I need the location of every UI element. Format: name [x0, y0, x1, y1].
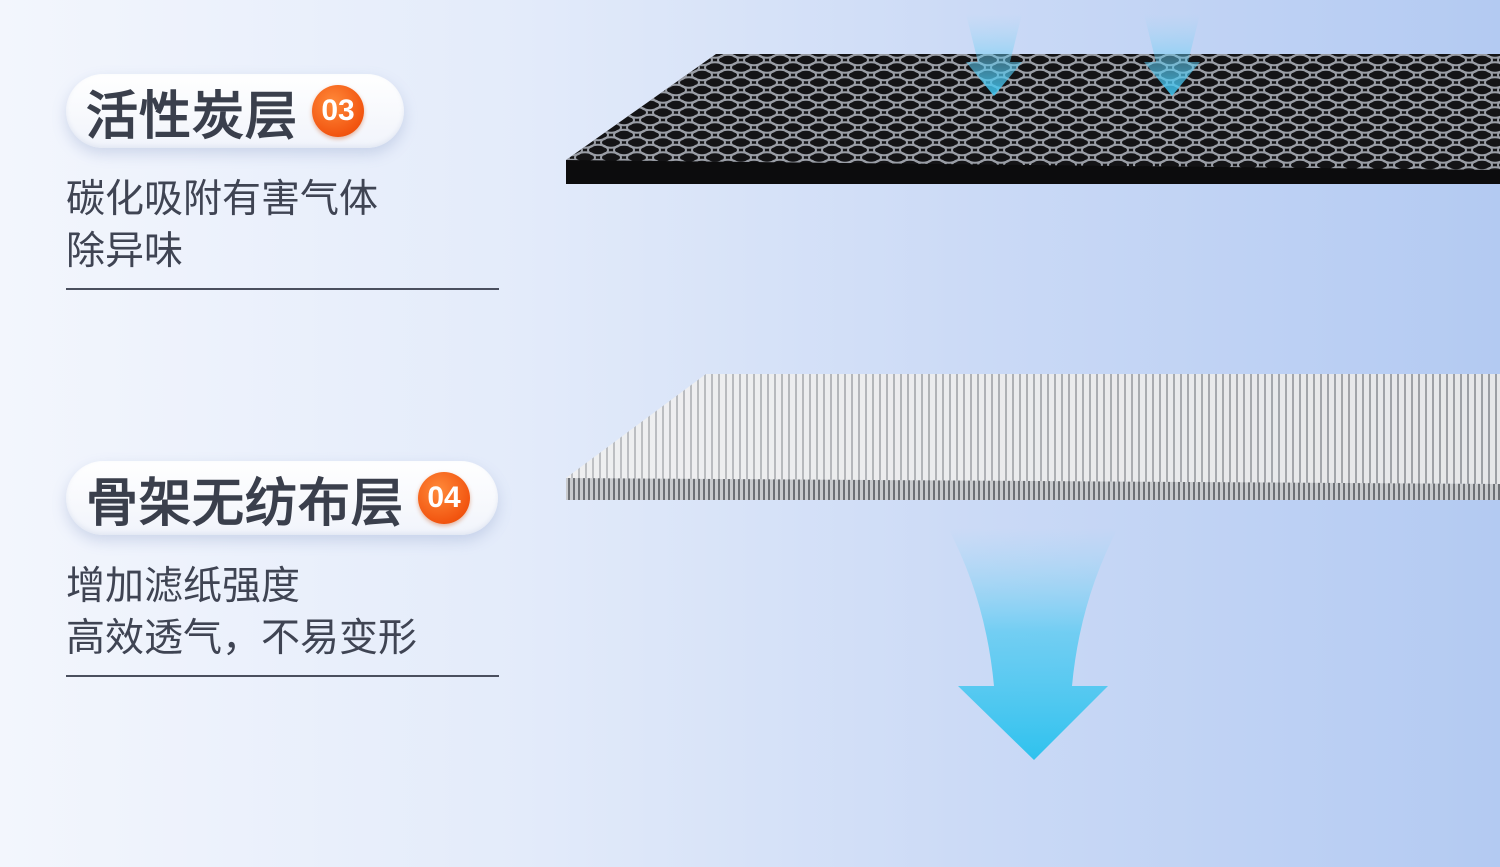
layer-title-fabric: 骨架无纺布层	[86, 473, 405, 534]
layer-desc-fabric-line2: 高效透气，不易变形	[66, 616, 418, 661]
layer-number-badge-fabric: 04	[418, 472, 471, 524]
layer-title-pill-fabric: 骨架无纺布层 04	[66, 461, 498, 535]
layer-desc-fabric-line1: 增加滤纸强度	[66, 564, 301, 609]
activated-carbon-layer	[566, 54, 1500, 184]
down-arrow-icon	[966, 14, 1022, 96]
divider-line	[66, 675, 499, 677]
nonwoven-fabric-layer	[566, 374, 1500, 500]
down-arrow-icon	[948, 528, 1118, 760]
layer-desc-carbon-line1: 碳化吸附有害气体	[66, 177, 379, 222]
layer-title-carbon: 活性炭层	[86, 86, 299, 147]
down-arrow-icon	[1144, 14, 1200, 96]
layer-title-pill-carbon: 活性炭层 03	[66, 74, 404, 148]
layer-desc-carbon-line2: 除异味	[66, 229, 184, 274]
divider-line	[66, 288, 499, 290]
layer-number-badge-carbon: 03	[312, 85, 365, 137]
